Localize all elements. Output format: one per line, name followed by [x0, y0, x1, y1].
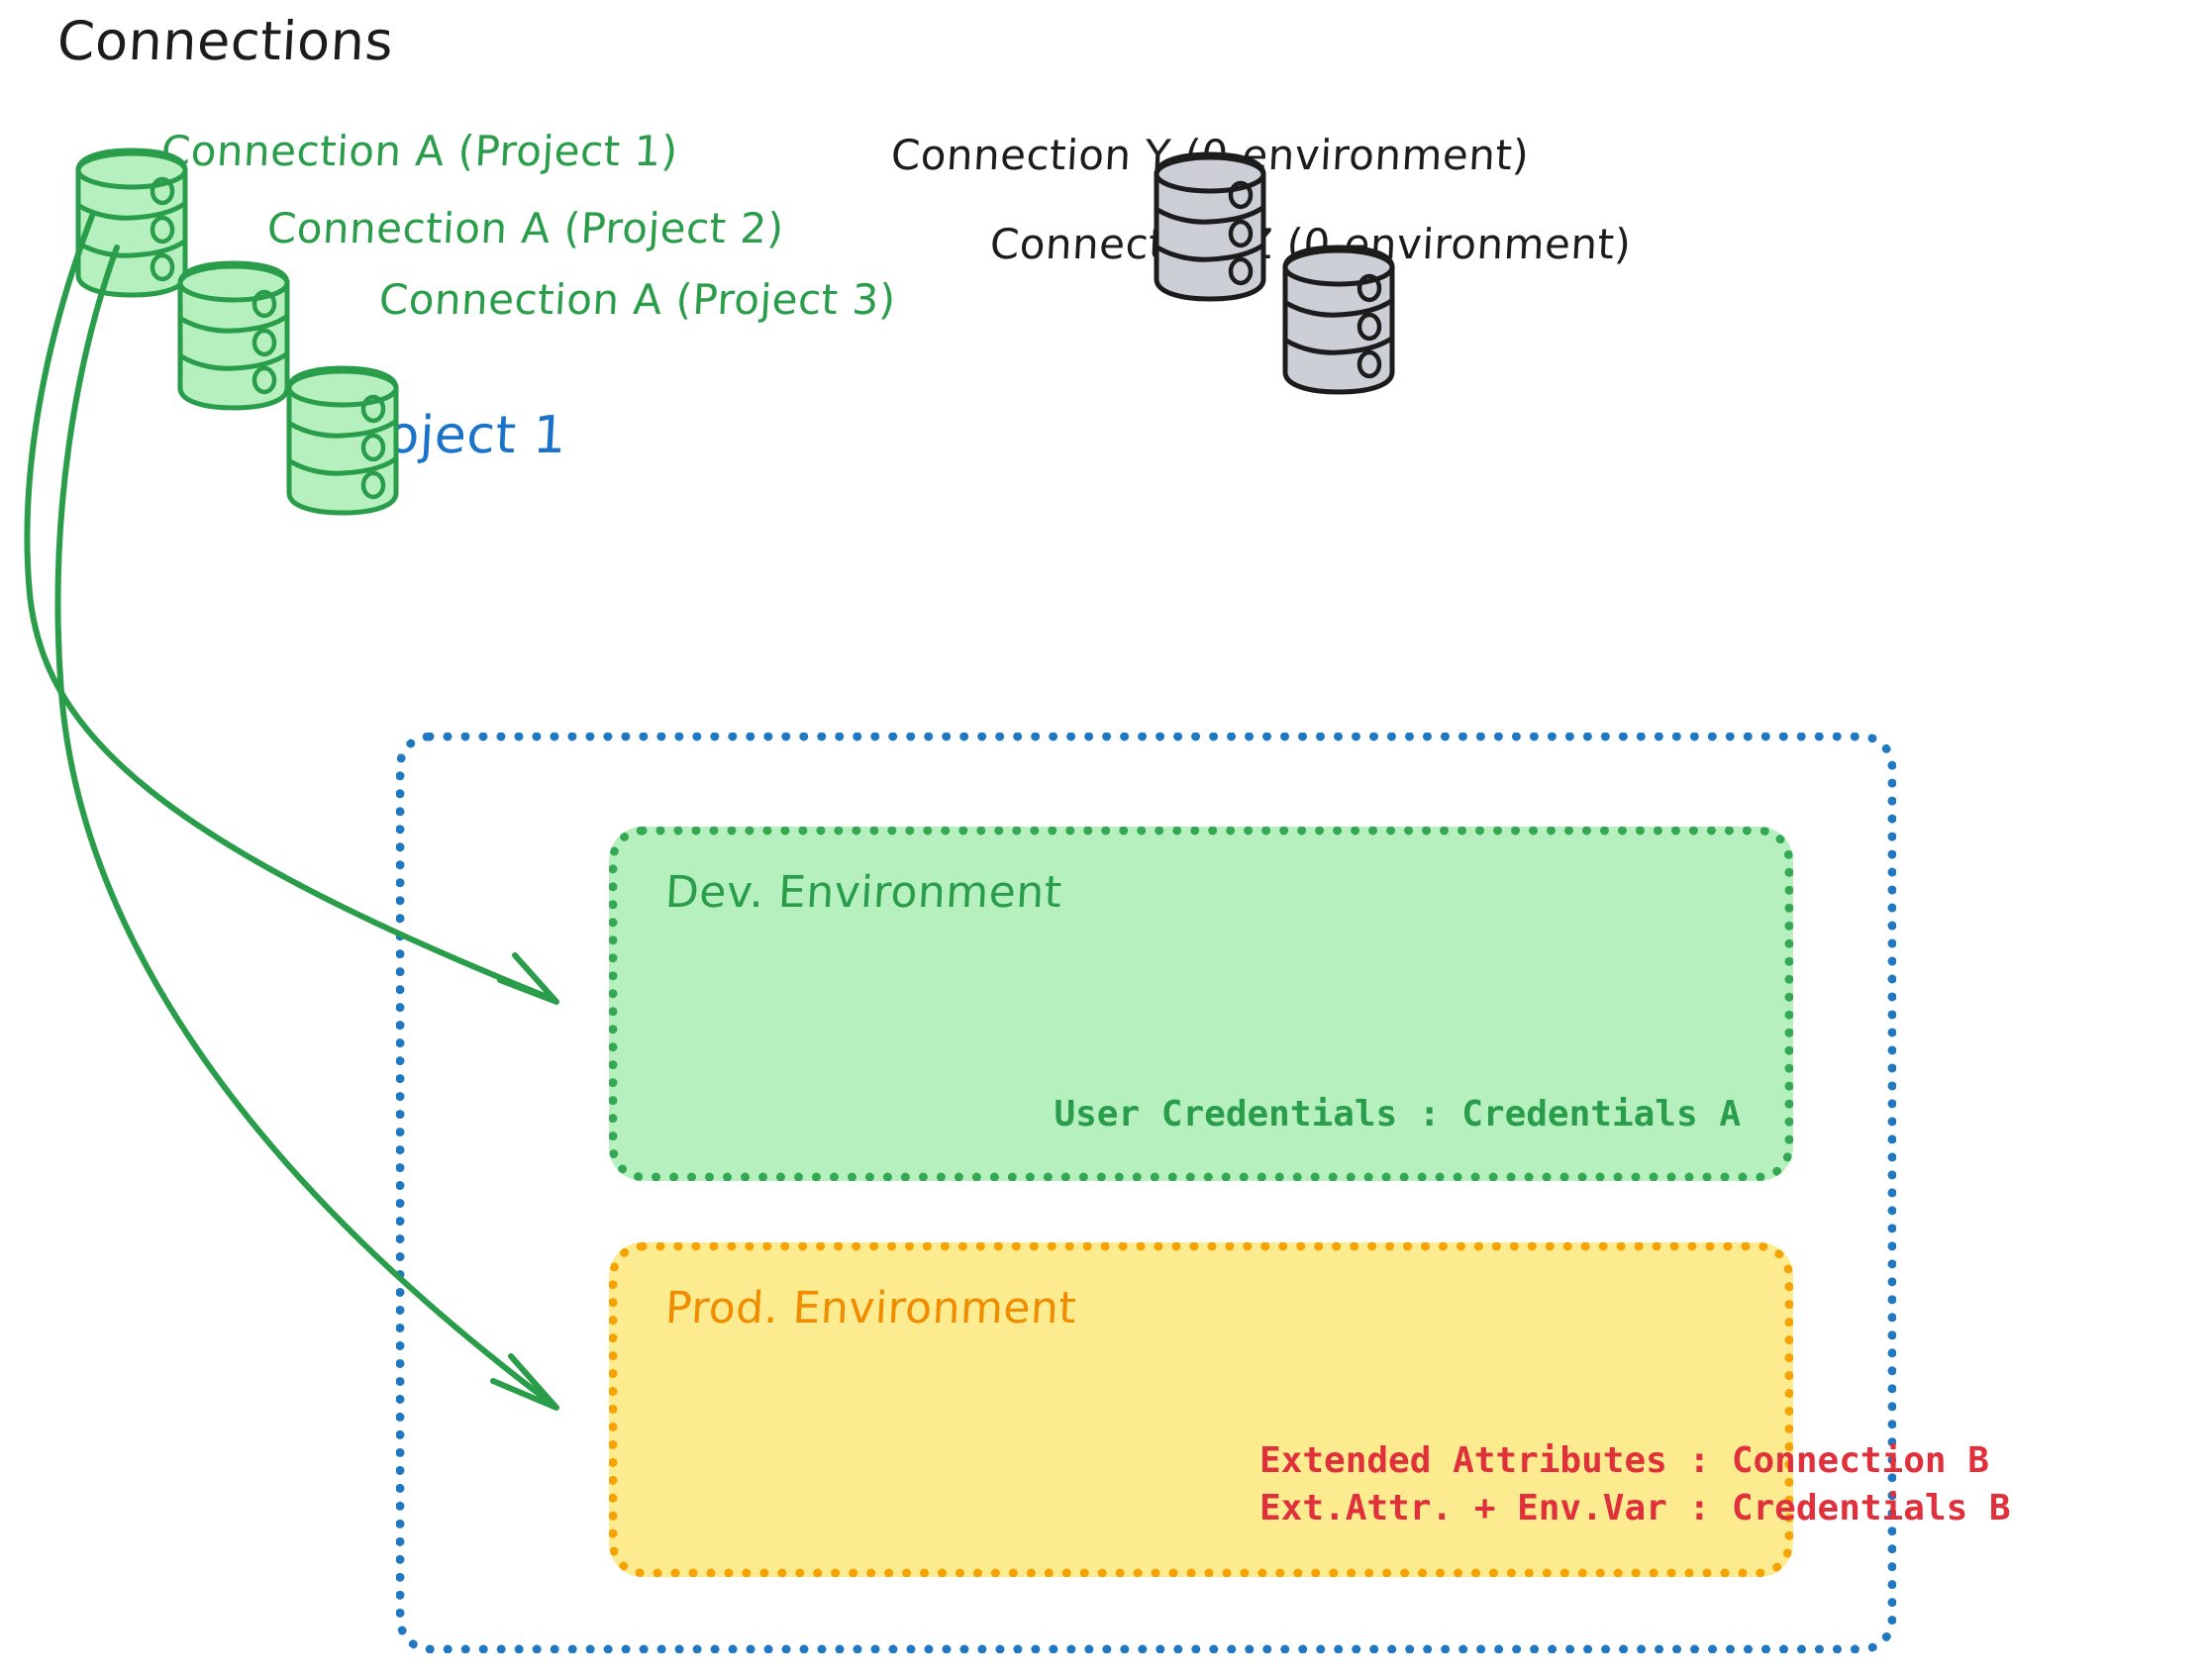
prod-environment-box: Prod. Environment Extended Attributes : …: [609, 1242, 2011, 1577]
database-icon-connection-z: [1282, 245, 1395, 395]
connection-label-green-1: Connection A (Project 1): [159, 127, 679, 175]
connection-label-gray-2: Connection Z (0 environment): [988, 220, 1633, 268]
connection-label-gray-1: Connection Y (0 environment): [889, 131, 1531, 179]
connection-label-green-3: Connection A (Project 3): [377, 275, 897, 324]
project-heading: Project 1: [335, 406, 568, 465]
prod-environment-detail: Extended Attributes : Connection B Ext.At…: [1259, 1437, 2011, 1532]
connections-heading: Connections: [55, 10, 395, 72]
dev-environment-detail: User Credentials : Credentials A: [1054, 1094, 1741, 1134]
dev-environment-box: Dev. Environment User Credentials : Cred…: [609, 827, 1793, 1181]
prod-environment-title: Prod. Environment: [663, 1283, 1078, 1333]
prod-detail-line-1: Extended Attributes : Connection B: [1259, 1440, 1989, 1481]
connection-label-green-2: Connection A (Project 2): [265, 204, 785, 252]
database-icon-connection-a-project-2: [177, 260, 290, 411]
prod-detail-line-2: Ext.Attr. + Env.Var : Credentials B: [1259, 1488, 2011, 1528]
dev-environment-title: Dev. Environment: [663, 867, 1063, 918]
